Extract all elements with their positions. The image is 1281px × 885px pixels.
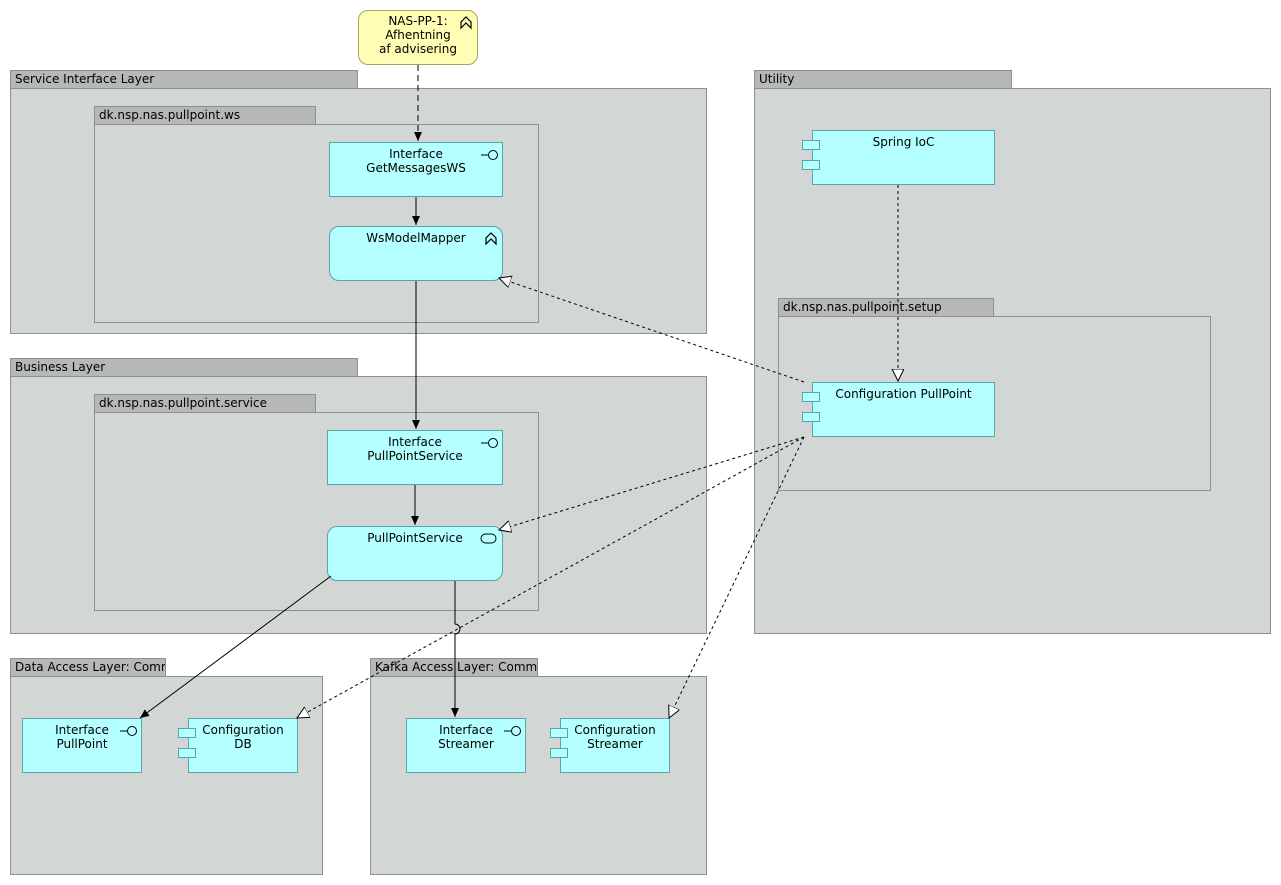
configuration-db-label: Configuration DB	[202, 723, 284, 751]
service-interface-layer-label: Service Interface Layer	[15, 72, 155, 86]
streamer-interface-label: Interface Streamer	[438, 723, 494, 751]
function-icon	[485, 232, 497, 246]
utility-layer-tab: Utility	[754, 70, 1012, 89]
ws-package-tab: dk.nsp.nas.pullpoint.ws	[94, 106, 316, 125]
component-icon	[802, 392, 822, 402]
pullpoint-interface[interactable]: Interface PullPoint	[22, 718, 142, 773]
service-package-label: dk.nsp.nas.pullpoint.service	[99, 396, 267, 410]
configuration-pullpoint[interactable]: Configuration PullPoint	[812, 382, 995, 437]
service-package-tab: dk.nsp.nas.pullpoint.service	[94, 394, 316, 413]
spring-ioc[interactable]: Spring IoC	[812, 130, 995, 185]
component-icon	[550, 748, 570, 758]
component-icon	[550, 728, 570, 738]
configuration-streamer-label: Configuration Streamer	[574, 723, 656, 751]
component-icon	[802, 160, 822, 170]
data-access-layer-tab: Data Access Layer: Common DB	[10, 658, 166, 677]
component-icon	[802, 140, 822, 150]
data-access-layer-label: Data Access Layer: Common DB	[15, 660, 165, 674]
pullpoint-service-interface[interactable]: Interface PullPointService	[327, 430, 503, 485]
configuration-db[interactable]: Configuration DB	[188, 718, 298, 773]
setup-package-tab: dk.nsp.nas.pullpoint.setup	[778, 298, 994, 317]
pullpoint-interface-label: Interface PullPoint	[55, 723, 109, 751]
interface-icon	[504, 726, 521, 736]
pullpoint-service-interface-label: Interface PullPointService	[367, 435, 463, 463]
service-icon	[480, 533, 497, 544]
kafka-access-layer	[370, 676, 707, 875]
data-access-layer	[10, 676, 323, 875]
ws-model-mapper-label: WsModelMapper	[366, 231, 466, 245]
component-icon	[802, 412, 822, 422]
ws-model-mapper[interactable]: WsModelMapper	[329, 226, 503, 281]
kafka-access-layer-tab: Kafka Access Layer: Common Kafka	[370, 658, 538, 677]
interface-icon	[481, 150, 498, 160]
component-icon	[178, 728, 198, 738]
component-icon	[178, 748, 198, 758]
kafka-access-layer-label: Kafka Access Layer: Common Kafka	[375, 660, 538, 674]
pullpoint-service-label: PullPointService	[367, 531, 463, 545]
utility-layer-label: Utility	[759, 72, 795, 86]
setup-package-label: dk.nsp.nas.pullpoint.setup	[783, 300, 942, 314]
interface-icon	[481, 438, 498, 448]
streamer-interface[interactable]: Interface Streamer	[406, 718, 526, 773]
spring-ioc-label: Spring IoC	[872, 135, 935, 149]
interface-icon	[120, 726, 137, 736]
requirement-label: NAS-PP-1: Afhentning af advisering	[379, 14, 457, 56]
service-interface-layer-tab: Service Interface Layer	[10, 70, 358, 89]
get-messages-ws-label: Interface GetMessagesWS	[366, 147, 466, 175]
pullpoint-service[interactable]: PullPointService	[327, 526, 503, 581]
get-messages-ws-interface[interactable]: Interface GetMessagesWS	[329, 142, 503, 197]
business-layer-tab: Business Layer	[10, 358, 358, 377]
business-layer-label: Business Layer	[15, 360, 106, 374]
setup-package	[778, 316, 1211, 491]
configuration-streamer[interactable]: Configuration Streamer	[560, 718, 670, 773]
ws-package	[94, 124, 539, 323]
configuration-pullpoint-label: Configuration PullPoint	[835, 387, 972, 401]
function-icon	[460, 16, 472, 30]
ws-package-label: dk.nsp.nas.pullpoint.ws	[99, 108, 241, 122]
requirement-nas-pp-1[interactable]: NAS-PP-1: Afhentning af advisering	[358, 10, 478, 65]
